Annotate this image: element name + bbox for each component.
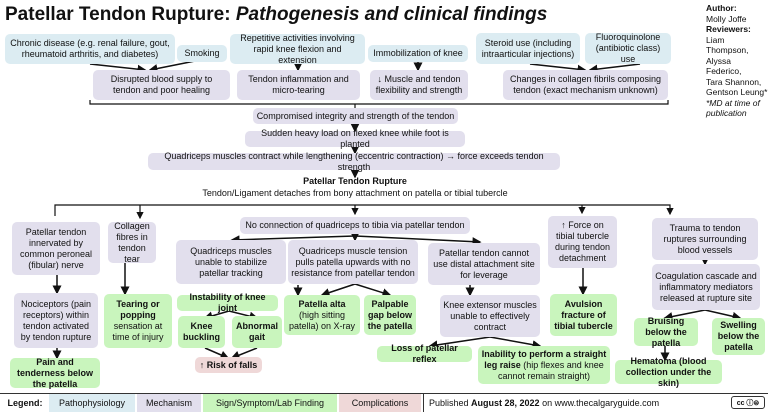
sudden-load-box: Sudden heavy load on flexed knee while f… [245, 128, 465, 149]
reflex-box: Loss of patellar reflex [377, 343, 472, 364]
no-connection-box: No connection of quadriceps to tibia via… [240, 217, 470, 234]
hematoma-box: Hematoma (blood collection under the ski… [615, 356, 722, 388]
arrow [230, 347, 258, 360]
connector-line [89, 100, 669, 105]
arrow [354, 235, 482, 247]
eccentric-box: Quadriceps muscles contract while length… [148, 151, 560, 172]
connector-line [54, 204, 674, 216]
arrow [89, 63, 147, 74]
collagen-fibres-box: Collagen fibres in tendon tear [108, 221, 156, 264]
gait-box: Abnormal gait [232, 316, 282, 348]
avulsion-box: Avulsion fracture of tibial tubercle [550, 294, 617, 336]
steroid-box: Steroid use (including intraarticular in… [476, 33, 580, 64]
compromised-box: Compromised integrity and strength of th… [253, 108, 458, 124]
nociceptors-box: Nociceptors (pain receptors) within tend… [14, 293, 98, 348]
bruising-box: Bruising below the patella [634, 316, 698, 348]
quad-tension-box: Quadriceps muscle tension pulls patella … [288, 240, 418, 284]
arrow [489, 336, 542, 350]
fluoroquinolone-box: Fluoroquinolone (antibiotic class) use [585, 32, 671, 64]
force-box: ↑ Force on tibial tubercle during tendon… [548, 216, 617, 268]
collagen-changes-box: Changes in collagen fibrils composing te… [503, 70, 668, 100]
cannot-use-box: Patellar tendon cannot use distal attach… [428, 243, 540, 285]
palpable-gap-box: Palpable gap below the patella [364, 295, 416, 335]
arrow [428, 336, 491, 350]
legend-mechanism: Mechanism [137, 394, 201, 412]
arrow [588, 63, 641, 74]
inflammation-box: Tendon inflammation and micro-tearing [237, 70, 360, 100]
trauma-box: Trauma to tendon ruptures surrounding bl… [652, 218, 758, 260]
slr-box: Inability to perform a straight leg rais… [478, 346, 610, 384]
arrow [204, 347, 230, 360]
immobilization-box: Immobilization of knee [368, 45, 468, 62]
arrow [354, 283, 392, 298]
swelling-box: Swelling below the patella [712, 318, 765, 355]
extensor-box: Knee extensor muscles unable to effectiv… [440, 295, 540, 337]
cc-license-icon: cc ⓘ⊜ [731, 396, 765, 409]
coagulation-box: Coagulation cascade and inflammatory med… [652, 264, 760, 310]
falls-box: ↑ Risk of falls [195, 357, 262, 373]
chronic-disease-box: Chronic disease (e.g. renal failure, gou… [5, 34, 175, 64]
patella-alta-box: Patella alta(high sitting patella) on X-… [284, 295, 360, 335]
legend-sign: Sign/Symptom/Lab Finding [203, 394, 337, 412]
rupture-heading: Patellar Tendon Rupture [303, 176, 407, 186]
pain-box: Pain and tenderness below the patella [10, 357, 100, 389]
blood-supply-box: Disrupted blood supply to tendon and poo… [93, 70, 230, 100]
quad-unable-box: Quadriceps muscles unable to stabilize p… [176, 240, 286, 284]
arrow [320, 283, 356, 297]
arrow [230, 235, 356, 245]
arrow [529, 63, 587, 74]
smoking-box: Smoking [177, 45, 227, 62]
innervated-box: Patellar tendon innervated by common per… [12, 222, 100, 275]
repetitive-box: Repetitive activities involving rapid kn… [230, 33, 365, 65]
legend-pathophysiology: Pathophysiology [49, 394, 135, 412]
arrow [663, 309, 706, 321]
instability-box: Instability of knee joint [177, 292, 278, 313]
flexibility-box: ↓ Muscle and tendon flexibility and stre… [370, 70, 468, 100]
legend-label: Legend: [7, 398, 43, 408]
page-title: Patellar Tendon Rupture: Pathogenesis an… [5, 4, 548, 25]
legend: Legend: Pathophysiology Mechanism Sign/S… [0, 393, 768, 412]
arrow [704, 309, 742, 321]
published-text: Published August 28, 2022 on www.thecalg… [423, 394, 659, 412]
legend-complications: Complications [339, 394, 421, 412]
detach-text: Tendon/Ligament detaches from bony attac… [202, 188, 508, 198]
buckling-box: Knee buckling [178, 316, 225, 348]
